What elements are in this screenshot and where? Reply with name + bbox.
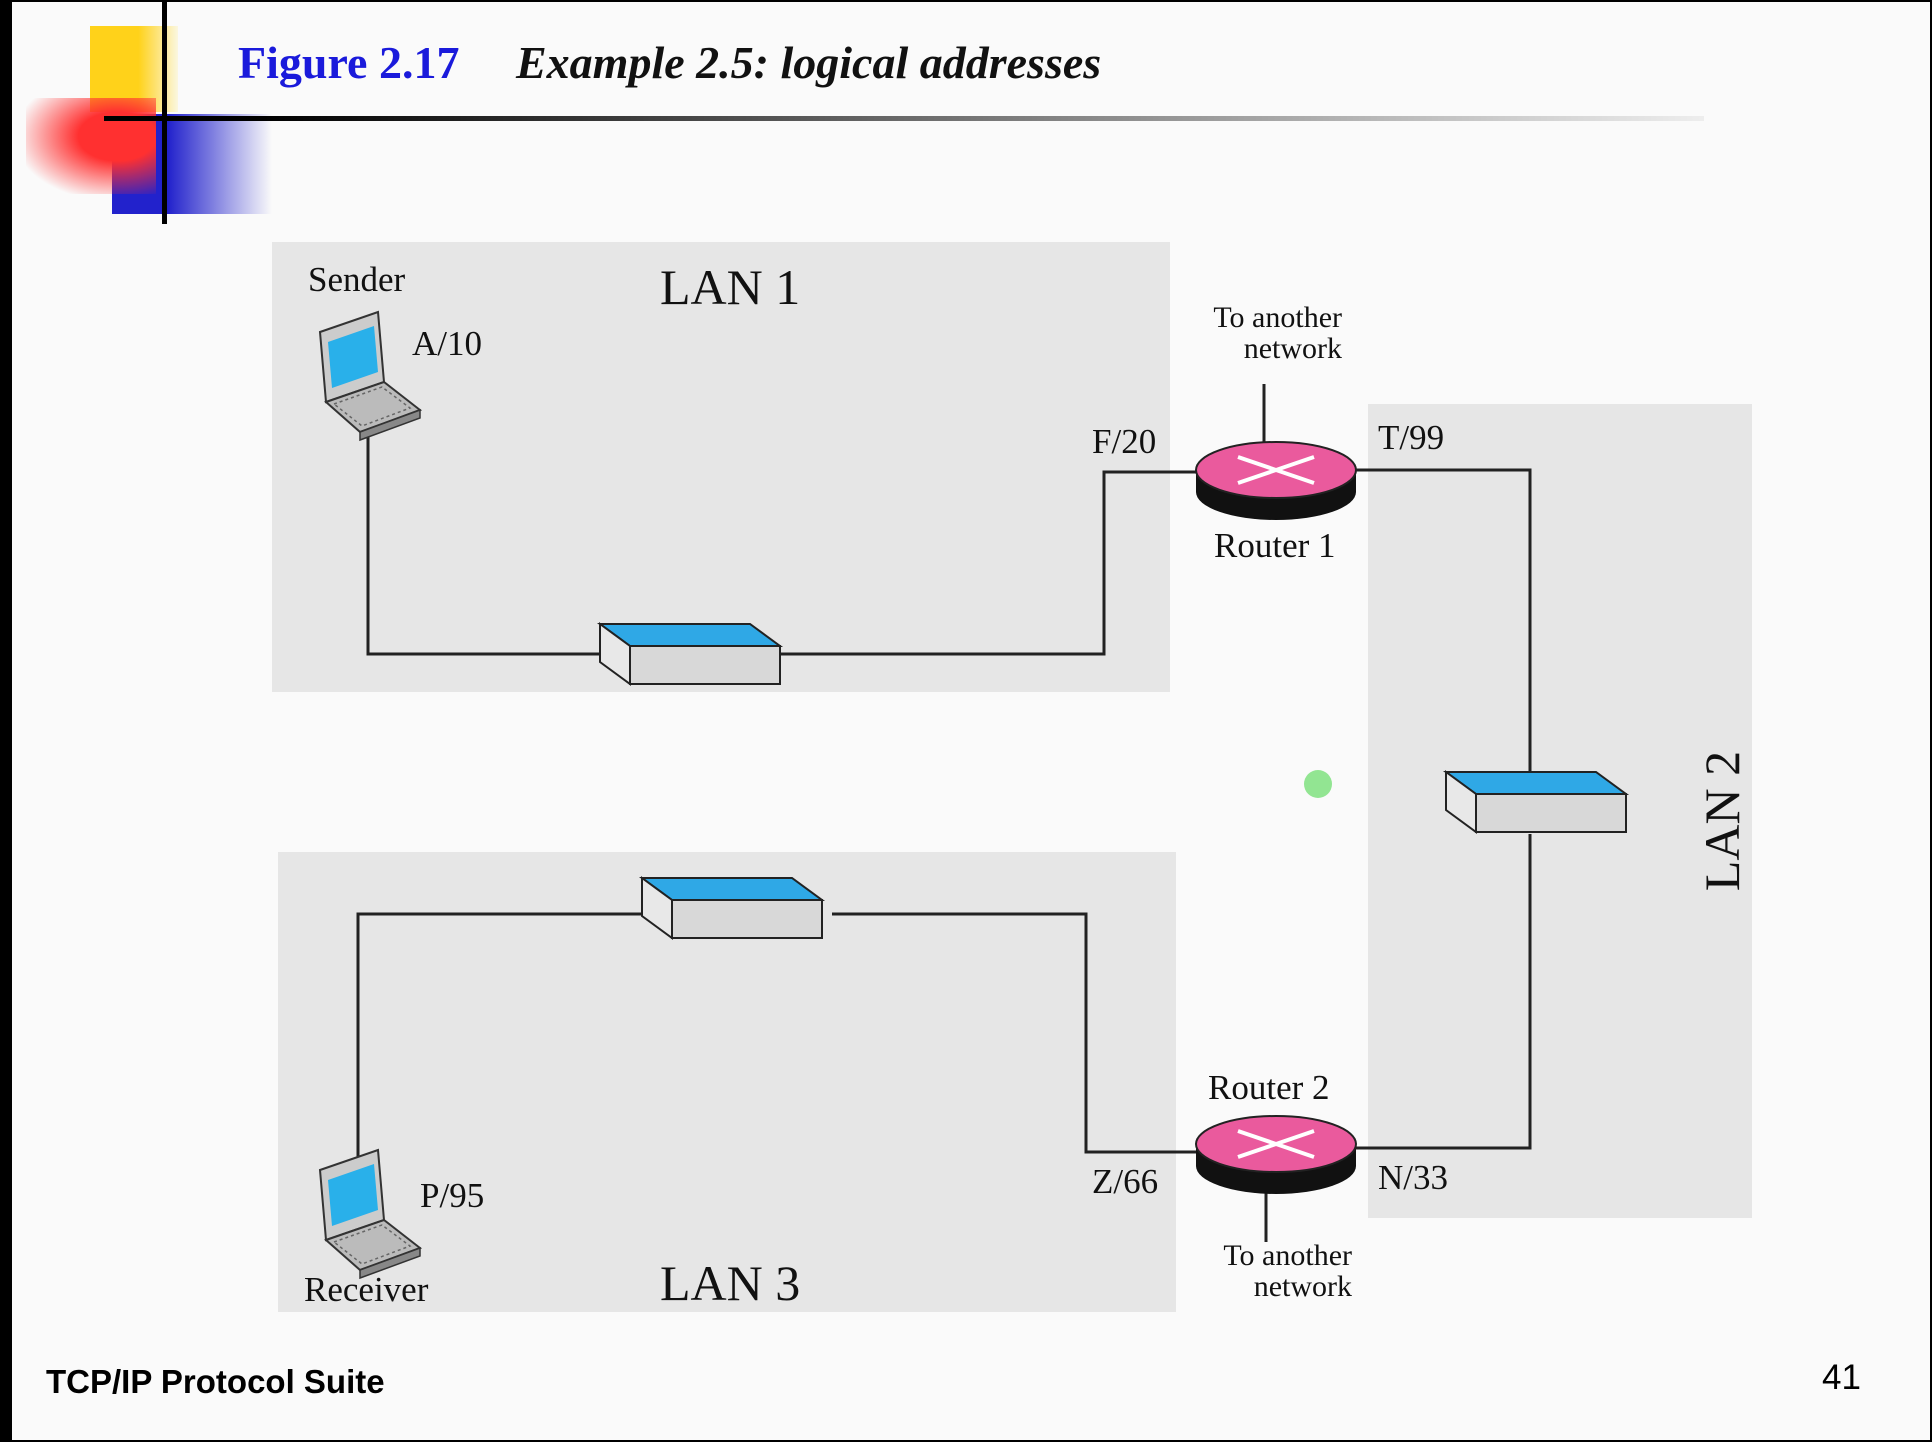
router2-address-lan2: N/33 bbox=[1378, 1158, 1448, 1197]
lan1-link-switch-router1 bbox=[778, 470, 1202, 656]
sender-label: Sender bbox=[308, 260, 406, 299]
router1-address-lan1: F/20 bbox=[1092, 422, 1157, 461]
lan2-link-switch-router2 bbox=[1348, 834, 1532, 1150]
router1-label: Router 1 bbox=[1214, 526, 1336, 565]
page-number: 41 bbox=[1822, 1358, 1861, 1397]
router1-icon bbox=[1194, 440, 1358, 522]
lan3-link-receiver-switch bbox=[356, 912, 656, 1162]
lan3-switch bbox=[641, 877, 823, 939]
router1-address-lan2: T/99 bbox=[1378, 418, 1445, 457]
lan1-label: LAN 1 bbox=[660, 259, 801, 315]
lan3-label: LAN 3 bbox=[660, 1255, 801, 1311]
pointer-dot bbox=[1304, 770, 1332, 798]
receiver-laptop-icon bbox=[319, 1149, 421, 1279]
network-diagram bbox=[319, 311, 1627, 1279]
lan1-switch bbox=[599, 623, 781, 685]
receiver-label: Receiver bbox=[304, 1270, 429, 1309]
receiver-address: P/95 bbox=[420, 1176, 485, 1215]
lan2-link-router1-switch bbox=[1348, 468, 1532, 772]
figure-title: Example 2.5: logical addresses bbox=[516, 37, 1102, 88]
figure-number: Figure 2.17 bbox=[238, 37, 460, 88]
lan2-switch bbox=[1445, 771, 1627, 833]
lan1-link-sender-switch bbox=[366, 422, 602, 656]
router1-uplink-label: To another network bbox=[1213, 301, 1342, 365]
router2-icon bbox=[1194, 1114, 1358, 1196]
slide: Figure 2.17 Example 2.5: logical address… bbox=[12, 2, 1930, 1440]
sender-laptop-icon bbox=[319, 311, 421, 441]
ornament-horizontal-line bbox=[104, 116, 1704, 121]
ornament-red-square bbox=[26, 98, 156, 194]
router2-address-lan3: Z/66 bbox=[1092, 1162, 1159, 1201]
sender-address: A/10 bbox=[412, 324, 482, 363]
router2-uplink-label: To another network bbox=[1223, 1239, 1352, 1303]
router2-label: Router 2 bbox=[1208, 1068, 1330, 1107]
lan2-label: LAN 2 bbox=[1694, 750, 1751, 892]
footer-title: TCP/IP Protocol Suite bbox=[46, 1363, 385, 1400]
lan3-link-switch-router2 bbox=[832, 912, 1202, 1154]
ornament-vertical-line bbox=[162, 2, 167, 224]
lan1-area bbox=[272, 242, 1170, 692]
